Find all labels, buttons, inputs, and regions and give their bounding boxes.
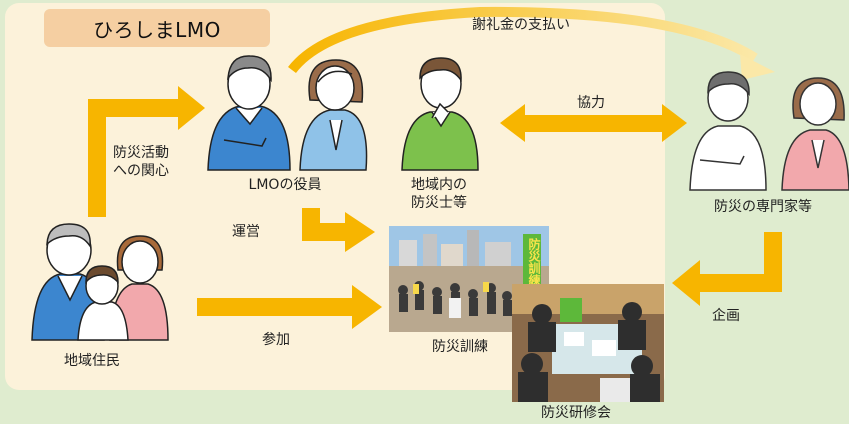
expert-man-figure bbox=[689, 71, 767, 191]
participation-label: 参加 bbox=[262, 332, 290, 348]
officer-woman-figure bbox=[299, 59, 368, 171]
operation-arrow bbox=[302, 208, 375, 252]
interest-label-line2: への関心 bbox=[113, 163, 169, 179]
operation-label: 運営 bbox=[232, 224, 260, 240]
officers-label: LMOの役員 bbox=[248, 177, 322, 193]
fee-curve-arrow bbox=[288, 6, 775, 80]
local-specialist-figure bbox=[401, 57, 479, 171]
cooperation-label: 協力 bbox=[577, 95, 605, 111]
interest-label-line1: 防災活動 bbox=[113, 145, 169, 161]
workshop-photo bbox=[512, 284, 664, 402]
local-specialists-line1: 地域内の bbox=[411, 177, 467, 193]
local-specialists-line2: 防災士等 bbox=[411, 195, 467, 211]
participation-arrow bbox=[197, 285, 382, 329]
cooperation-arrow bbox=[500, 104, 687, 142]
planning-label: 企画 bbox=[712, 308, 740, 324]
residents-family-figure bbox=[31, 223, 169, 341]
interest-arrow bbox=[88, 86, 205, 217]
expert-woman-figure bbox=[781, 77, 849, 191]
title-badge: ひろしまLMO bbox=[44, 9, 270, 47]
fee-payment-label: 謝礼金の支払い bbox=[472, 17, 570, 33]
experts-label: 防災の専門家等 bbox=[714, 199, 812, 215]
planning-arrow bbox=[672, 232, 782, 306]
residents-label: 地域住民 bbox=[64, 353, 120, 369]
local-specialists-label: 地域内の 防災士等 bbox=[394, 176, 484, 212]
drill-label: 防災訓練 bbox=[432, 339, 488, 355]
interest-label: 防災活動 への関心 bbox=[113, 144, 169, 180]
workshop-label: 防災研修会 bbox=[541, 405, 611, 421]
officer-man-figure bbox=[207, 55, 291, 171]
